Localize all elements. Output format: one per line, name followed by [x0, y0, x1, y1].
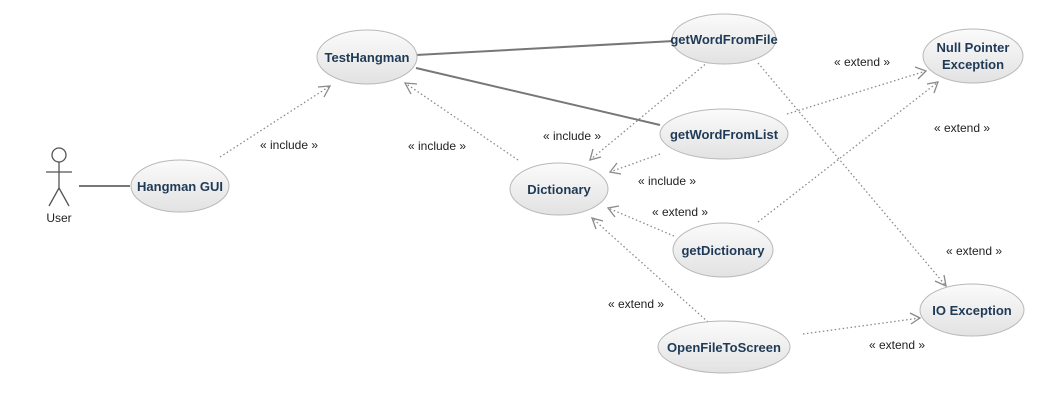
- use-case-label: Hangman GUI: [137, 179, 223, 194]
- use-case-io-exception[interactable]: IO Exception: [919, 283, 1025, 337]
- relation-label-extend-open-dict: « extend »: [608, 297, 664, 311]
- relation-label-extend-file-ioe: « extend »: [946, 244, 1002, 258]
- use-case-hangman-gui[interactable]: Hangman GUI: [130, 159, 230, 213]
- use-case-dictionary[interactable]: Dictionary: [509, 162, 609, 216]
- use-case-getwordfromlist[interactable]: getWordFromList: [659, 108, 789, 160]
- actor-head: [51, 147, 67, 163]
- use-case-label: IO Exception: [932, 303, 1012, 318]
- relation-label-include-gui-test: « include »: [260, 138, 318, 152]
- dependency-getwordfromfile-ioexception: [757, 62, 947, 288]
- association-testhangman-getwordfromfile: [415, 40, 675, 56]
- actor-left-leg: [48, 187, 60, 207]
- relation-label-extend-getdict-dict: « extend »: [652, 205, 708, 219]
- use-case-getwordfromfile[interactable]: getWordFromFile: [670, 13, 778, 65]
- use-case-label: TestHangman: [325, 50, 410, 65]
- relation-label-include-list-dict: « include »: [638, 174, 696, 188]
- use-case-label-line2: Exception: [942, 57, 1004, 72]
- dependency-getdictionary-nullpointer: [757, 81, 939, 223]
- use-case-testhangman[interactable]: TestHangman: [316, 29, 418, 85]
- dependency-getwordfromfile-dictionary: [589, 61, 709, 161]
- use-case-openfiletoscreen[interactable]: OpenFileToScreen: [657, 320, 791, 374]
- actor-label: User: [46, 211, 71, 225]
- association-testhangman-getwordfromlist: [415, 67, 661, 126]
- use-case-getdictionary[interactable]: getDictionary: [672, 222, 774, 278]
- dependency-hangman-gui-testhangman: [219, 85, 332, 158]
- dependency-openfiletoscreen-ioexception: [802, 312, 922, 335]
- use-case-label: getWordFromList: [670, 127, 779, 142]
- relation-label-extend-open-ioe: « extend »: [869, 338, 925, 352]
- relation-label-extend-getdict-npe: « extend »: [934, 121, 990, 135]
- use-case-label: getWordFromFile: [670, 32, 777, 47]
- relation-label-extend-list-npe: « extend »: [834, 55, 890, 69]
- use-case-label-line1: Null Pointer: [937, 40, 1010, 55]
- dependency-dictionary-testhangman: [403, 82, 519, 161]
- dependency-openfiletoscreen-dictionary: [590, 217, 709, 323]
- dependency-getwordfromlist-nullpointer: [786, 66, 928, 115]
- dependency-getdictionary-dictionary: [606, 205, 675, 237]
- use-case-null-pointer-exception[interactable]: Null Pointer Exception: [922, 28, 1024, 84]
- dependency-getwordfromlist-dictionary: [608, 153, 661, 175]
- use-case-label: getDictionary: [681, 243, 765, 258]
- actor-user[interactable]: User: [46, 147, 72, 225]
- use-case-label: Dictionary: [527, 182, 591, 197]
- relation-label-include-file-dict: « include »: [543, 129, 601, 143]
- relation-label-include-dict-test: « include »: [408, 139, 466, 153]
- use-case-label: OpenFileToScreen: [667, 340, 781, 355]
- actor-right-leg: [58, 187, 70, 207]
